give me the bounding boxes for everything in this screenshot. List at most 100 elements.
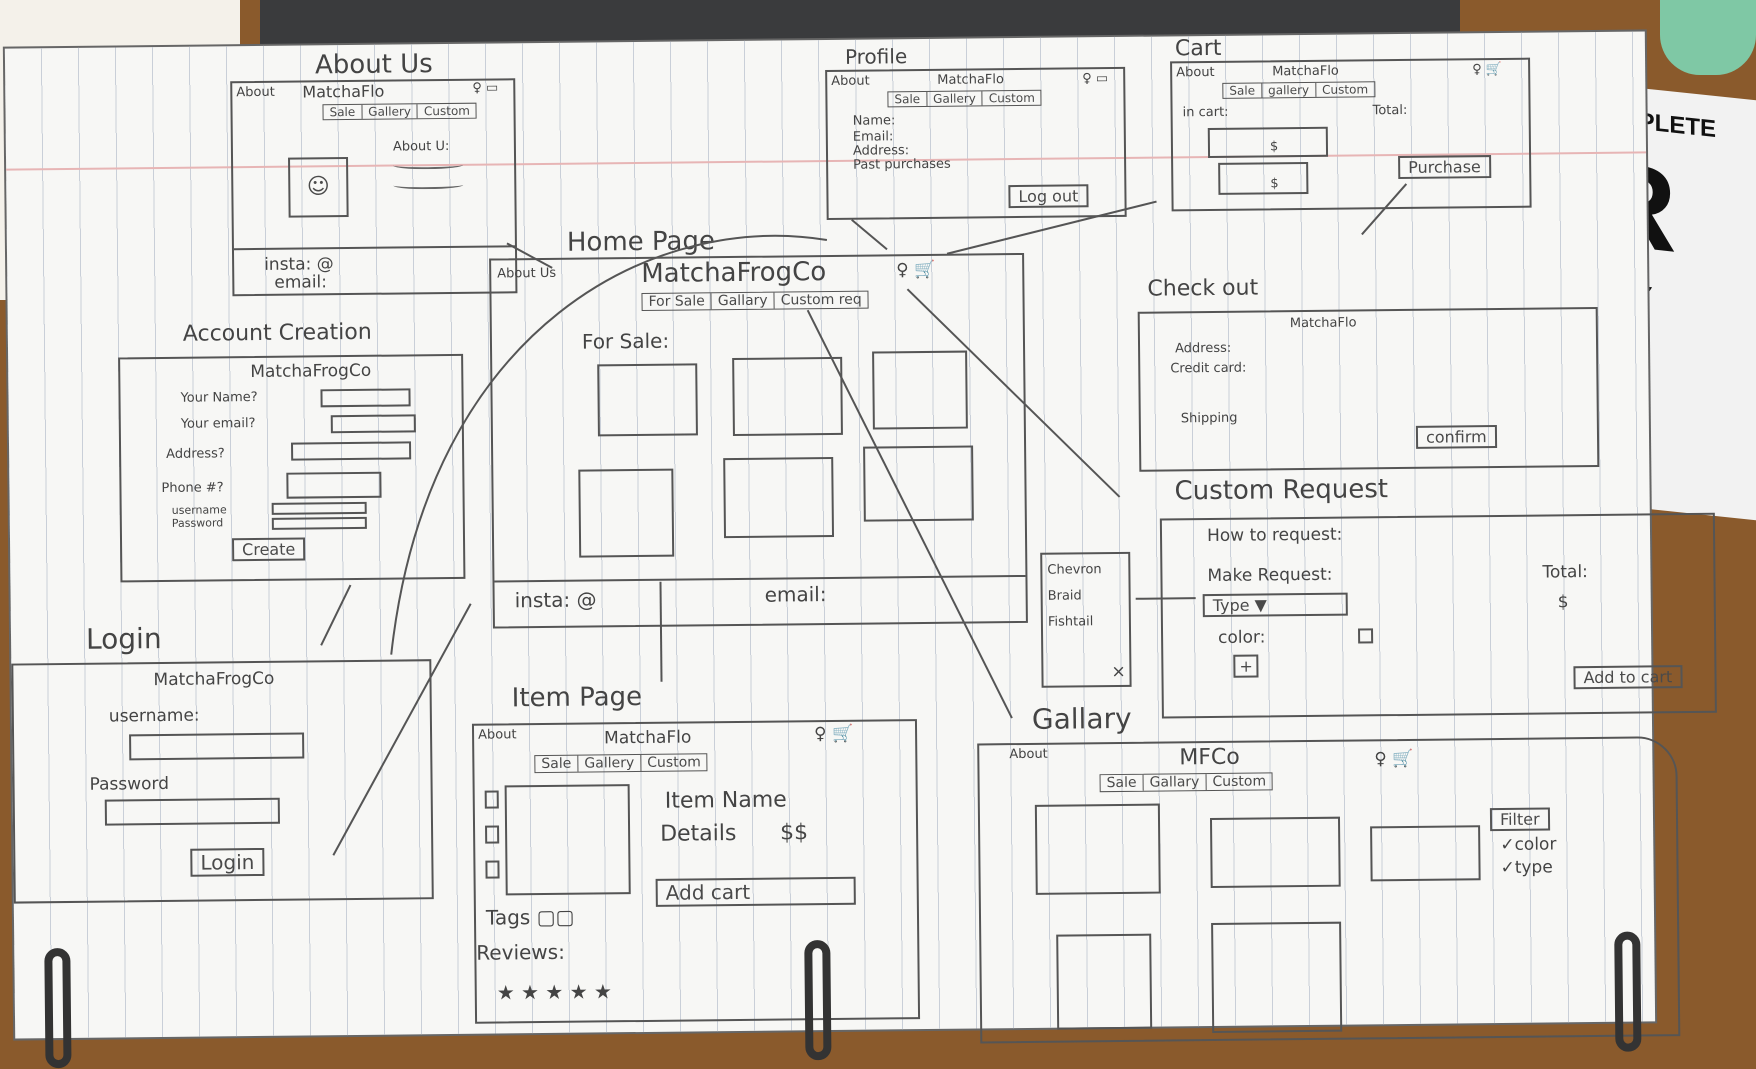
gallery-item[interactable] [1034,803,1161,895]
filter-color[interactable]: ✓color [1500,834,1557,855]
purchase-button[interactable]: Purchase [1398,155,1491,180]
brand: MFCo [1179,744,1240,771]
address-label: Address: [1174,340,1232,357]
email-text: email: [764,582,827,607]
home-title: Home Page [566,226,716,258]
text-placeholder [393,180,464,190]
checkout-title: Check out [1147,275,1259,302]
type-dropdown[interactable]: Type ▼ [1202,592,1348,618]
nav-about[interactable]: About [831,73,870,89]
username-input[interactable] [129,732,305,761]
add-to-cart-button[interactable]: Add to cart [1573,665,1683,690]
gallery-item[interactable] [1209,816,1341,889]
password-label: Password [171,516,224,530]
thumbnail[interactable] [485,825,500,844]
login-button[interactable]: Login [190,847,265,877]
total-label: Total: [1542,562,1588,583]
user-cart-icons[interactable]: ♀ 🛒 [1374,748,1414,770]
thumbnail[interactable] [485,860,500,879]
nav-about[interactable]: About [477,727,517,743]
past-purchases-label: Past purchases [853,156,951,173]
email-input[interactable] [330,414,416,434]
cart-item[interactable]: $ [1218,161,1309,195]
product-card[interactable] [578,468,675,558]
thumbnail[interactable] [484,790,499,809]
star-rating[interactable]: ★ ★ ★ ★ ★ [496,979,612,1005]
product-card[interactable] [597,363,698,437]
item-page-title: Item Page [511,681,643,714]
cart-item[interactable]: $ [1207,126,1329,159]
how-to-request: How to request: [1206,524,1343,547]
product-card[interactable] [732,356,843,437]
account-frame: MatchaFrogCo Your Name? Your email? Addr… [118,353,466,583]
confirm-button[interactable]: confirm [1415,425,1497,449]
product-card[interactable] [723,456,835,539]
user-cart-icons[interactable]: ♀ ▭ [472,80,499,96]
item-name: Item Name [664,787,787,814]
binder-ring [804,940,832,1061]
footer-divider [494,574,1026,583]
filter-button[interactable]: Filter [1489,807,1550,832]
profile-title: Profile [844,44,908,69]
password-input[interactable] [104,797,280,826]
credit-card-label: Credit card: [1170,360,1247,377]
create-button[interactable]: Create [232,537,306,562]
user-cart-icons[interactable]: ♀ 🛒 [1472,61,1503,78]
arrow-create-login [320,584,352,646]
account-title: Account Creation [182,319,372,347]
password-input[interactable] [271,516,367,530]
email-label: Your email? [180,416,256,432]
product-card[interactable] [863,445,974,522]
username-label: username [171,503,227,517]
brand: MatchaFrogCo [250,360,372,383]
tags: Tags ▢▢ [485,904,575,930]
nav-about[interactable]: About [236,84,275,101]
binder-ring [1614,931,1642,1052]
item-image [504,784,631,896]
color-label: color: [1217,627,1266,648]
user-cart-icons[interactable]: ♀ 🛒 [813,723,854,745]
text-placeholder [393,160,464,170]
product-card[interactable] [872,350,968,430]
brand: MatchaFlo [1289,315,1357,332]
arrow-home-profile [851,218,888,251]
gallery-item[interactable] [1056,933,1153,1030]
item-details: Details [659,820,737,847]
color-swatch[interactable] [1358,628,1374,644]
about-us-title: About Us [314,49,433,81]
nav-about[interactable]: About [1009,746,1048,763]
option-chevron[interactable]: Chevron [1047,562,1102,578]
filter-type[interactable]: ✓type [1500,857,1553,878]
about-label: About U: [392,138,450,155]
option-braid[interactable]: Braid [1047,588,1082,604]
photo-placeholder: ☺ [288,157,349,218]
phone-input[interactable] [286,471,382,499]
gallery-item[interactable] [1211,921,1343,1034]
add-color-button[interactable]: + [1233,654,1259,678]
nav-about[interactable]: About [1176,64,1215,81]
close-icon[interactable]: × [1111,661,1126,683]
login-title: Login [85,622,162,656]
add-cart-button[interactable]: Add cart [655,876,856,907]
item-price: $$ [779,820,809,846]
user-cart-icons[interactable]: ♀ ▭ [1082,71,1109,87]
name-input[interactable] [320,388,411,408]
option-fishtail[interactable]: Fishtail [1047,614,1094,630]
nav-about-us[interactable]: About Us [497,265,557,282]
user-cart-icons[interactable]: ♀ 🛒 [896,259,936,281]
username-input[interactable] [271,501,367,515]
address-input[interactable] [291,441,412,461]
password-label: Password [89,773,170,795]
for-sale-label: For Sale: [581,328,670,354]
name-label: Your Name? [180,389,258,406]
gallery-item[interactable] [1370,825,1481,882]
logout-button[interactable]: Log out [1008,184,1089,209]
